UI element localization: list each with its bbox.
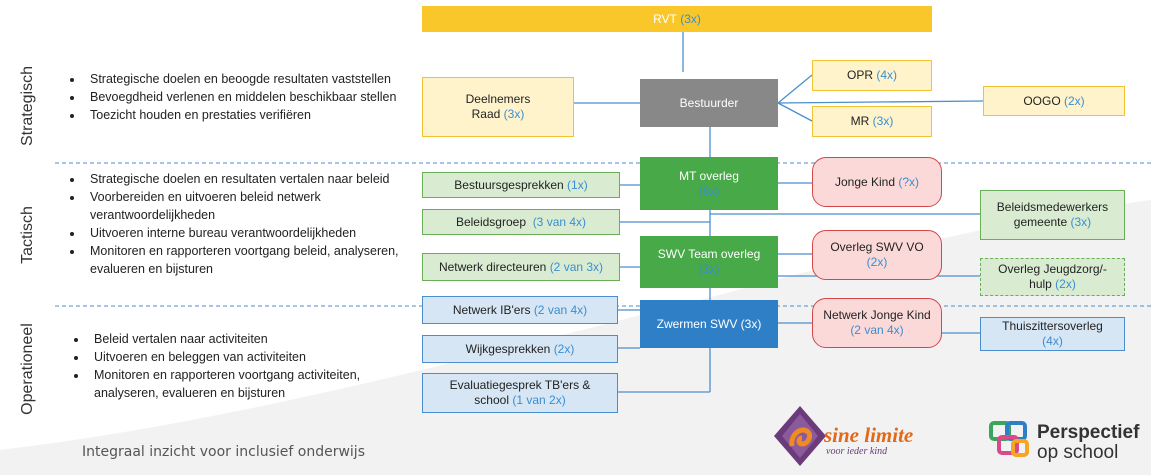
strategic-bullets: Strategische doelen en beoogde resultate… — [58, 70, 444, 124]
node-oogo: OOGO (2x) — [983, 86, 1125, 116]
bullet-item: Bevoegdheid verlenen en middelen beschik… — [84, 88, 444, 106]
node-label: Zwermen SWV — [656, 316, 738, 331]
perspectief-line2: op school — [1037, 442, 1119, 463]
node-count: (1 van 2x) — [512, 393, 566, 407]
node-label: Jonge Kind — [834, 174, 896, 189]
node-count: (1x) — [567, 177, 588, 192]
node-count: (4x) — [1042, 334, 1063, 348]
node-label: RVT — [653, 11, 677, 26]
node-mr: MR (3x) — [812, 106, 932, 137]
node-count: (2 van 4x) — [850, 323, 904, 337]
operational-bullets: Beleid vertalen naar activiteiten Uitvoe… — [62, 330, 388, 402]
bullet-item: Beleid vertalen naar activiteiten — [88, 330, 388, 348]
node-count: (3x) — [740, 316, 762, 331]
node-count: (6x) — [698, 183, 720, 198]
node-beleidsmedewerkers-gemeente: Beleidsmedewerkers gemeente (3x) — [980, 190, 1125, 240]
bullet-item: Strategische doelen en resultaten vertal… — [84, 170, 429, 188]
node-label: MR — [850, 114, 870, 128]
node-beleidsgroep: Beleidsgroep (3 van 4x) — [422, 209, 620, 235]
tactical-bullets: Strategische doelen en resultaten vertal… — [58, 170, 429, 278]
node-label: Thuiszittersoverleg — [1002, 319, 1103, 333]
node-count: (3x) — [698, 262, 720, 276]
perspectief-logo-icon — [989, 421, 1029, 457]
node-label: Overleg Jeugdzorg/-hulp — [998, 262, 1107, 291]
node-label: Netwerk IB'ers — [452, 302, 531, 317]
connector-lines — [574, 32, 984, 393]
bullet-item: Monitoren en rapporteren voortgang belei… — [84, 242, 429, 278]
node-label: Bestuursgesprekken — [454, 177, 564, 192]
node-opr: OPR (4x) — [812, 60, 932, 91]
node-overleg-swv-vo: Overleg SWV VO (2x) — [812, 230, 942, 280]
node-label: Bestuurder — [679, 95, 739, 110]
node-count: (2x) — [1055, 277, 1076, 291]
node-netwerk-ibers: Netwerk IB'ers (2 van 4x) — [422, 296, 618, 324]
bullet-item: Uitvoeren en beleggen van activiteiten — [88, 348, 388, 366]
bullet-item: Strategische doelen en beoogde resultate… — [84, 70, 444, 88]
node-count: (?x) — [898, 174, 920, 189]
node-netwerk-directeuren: Netwerk directeuren (2 van 3x) — [422, 253, 620, 281]
node-bestuursgesprekken: Bestuursgesprekken (1x) — [422, 172, 620, 198]
node-evaluatiegesprek: Evaluatiegesprek TB'ers & school (1 van … — [422, 373, 618, 413]
level-label-operational: Operationeel — [19, 323, 36, 415]
node-zwermen-swv: Zwermen SWV (3x) — [640, 300, 778, 348]
level-label-strategic: Strategisch — [19, 65, 36, 147]
node-label: Wijkgesprekken — [465, 341, 551, 356]
bullet-item: Monitoren en rapporteren voortgang activ… — [88, 366, 388, 402]
node-label: Netwerk Jonge Kind — [823, 308, 931, 322]
bullet-item: Toezicht houden en prestaties verifiëren — [84, 106, 444, 124]
node-mt-overleg: MT overleg (6x) — [640, 157, 778, 210]
level-label-tactical: Tactisch — [19, 206, 36, 264]
node-thuiszittersoverleg: Thuiszittersoverleg (4x) — [980, 317, 1125, 351]
perspectief-line1: Perspectief — [1037, 422, 1140, 443]
node-label: Deelnemers Raad — [465, 92, 531, 121]
node-bestuurder: Bestuurder — [640, 79, 778, 127]
node-deelnemers-raad: Deelnemers Raad (3x) — [422, 77, 574, 137]
node-label: Netwerk directeuren — [438, 259, 547, 274]
node-count: (2x) — [553, 341, 575, 356]
node-count: (2 van 4x) — [533, 302, 588, 317]
node-label: Beleidsmedewerkers gemeente — [996, 200, 1109, 229]
node-count: (3 van 4x) — [532, 214, 587, 229]
footer-tagline: Integraal inzicht voor inclusief onderwi… — [82, 444, 365, 460]
node-count: (2x) — [1064, 93, 1085, 108]
bullet-item: Uitvoeren interne bureau verantwoordelij… — [84, 224, 429, 242]
sine-limite-logo-icon — [774, 406, 826, 466]
node-count: (2 van 3x) — [549, 259, 604, 274]
node-rvt: RVT (3x) — [422, 6, 932, 32]
node-overleg-jeugdzorg: Overleg Jeugdzorg/-hulp (2x) — [980, 258, 1125, 296]
node-count: (3x) — [1070, 215, 1092, 229]
node-label: MT overleg — [679, 168, 739, 183]
sine-limite-name: sine limite — [824, 423, 914, 447]
node-count: (3x) — [872, 114, 894, 128]
node-jonge-kind: Jonge Kind (?x) — [812, 157, 942, 207]
node-label: Evaluatiegesprek TB'ers & school — [449, 378, 591, 407]
node-count: (3x) — [680, 11, 701, 26]
node-count: (4x) — [876, 68, 898, 82]
node-count: (2x) — [866, 255, 888, 269]
node-label: SWV Team overleg — [657, 247, 761, 261]
bullet-item: Voorbereiden en uitvoeren beleid netwerk… — [84, 188, 429, 224]
sine-limite-tagline: voor ieder kind — [826, 446, 888, 457]
node-label: OOGO — [1023, 93, 1061, 108]
node-netwerk-jonge-kind: Netwerk Jonge Kind (2 van 4x) — [812, 298, 942, 348]
node-label: Overleg SWV VO — [830, 240, 924, 254]
node-label: OPR — [846, 68, 873, 82]
node-label: Beleidsgroep — [455, 214, 527, 229]
node-wijkgesprekken: Wijkgesprekken (2x) — [422, 335, 618, 363]
node-count: (3x) — [503, 107, 525, 121]
node-swv-team-overleg: SWV Team overleg (3x) — [640, 236, 778, 288]
